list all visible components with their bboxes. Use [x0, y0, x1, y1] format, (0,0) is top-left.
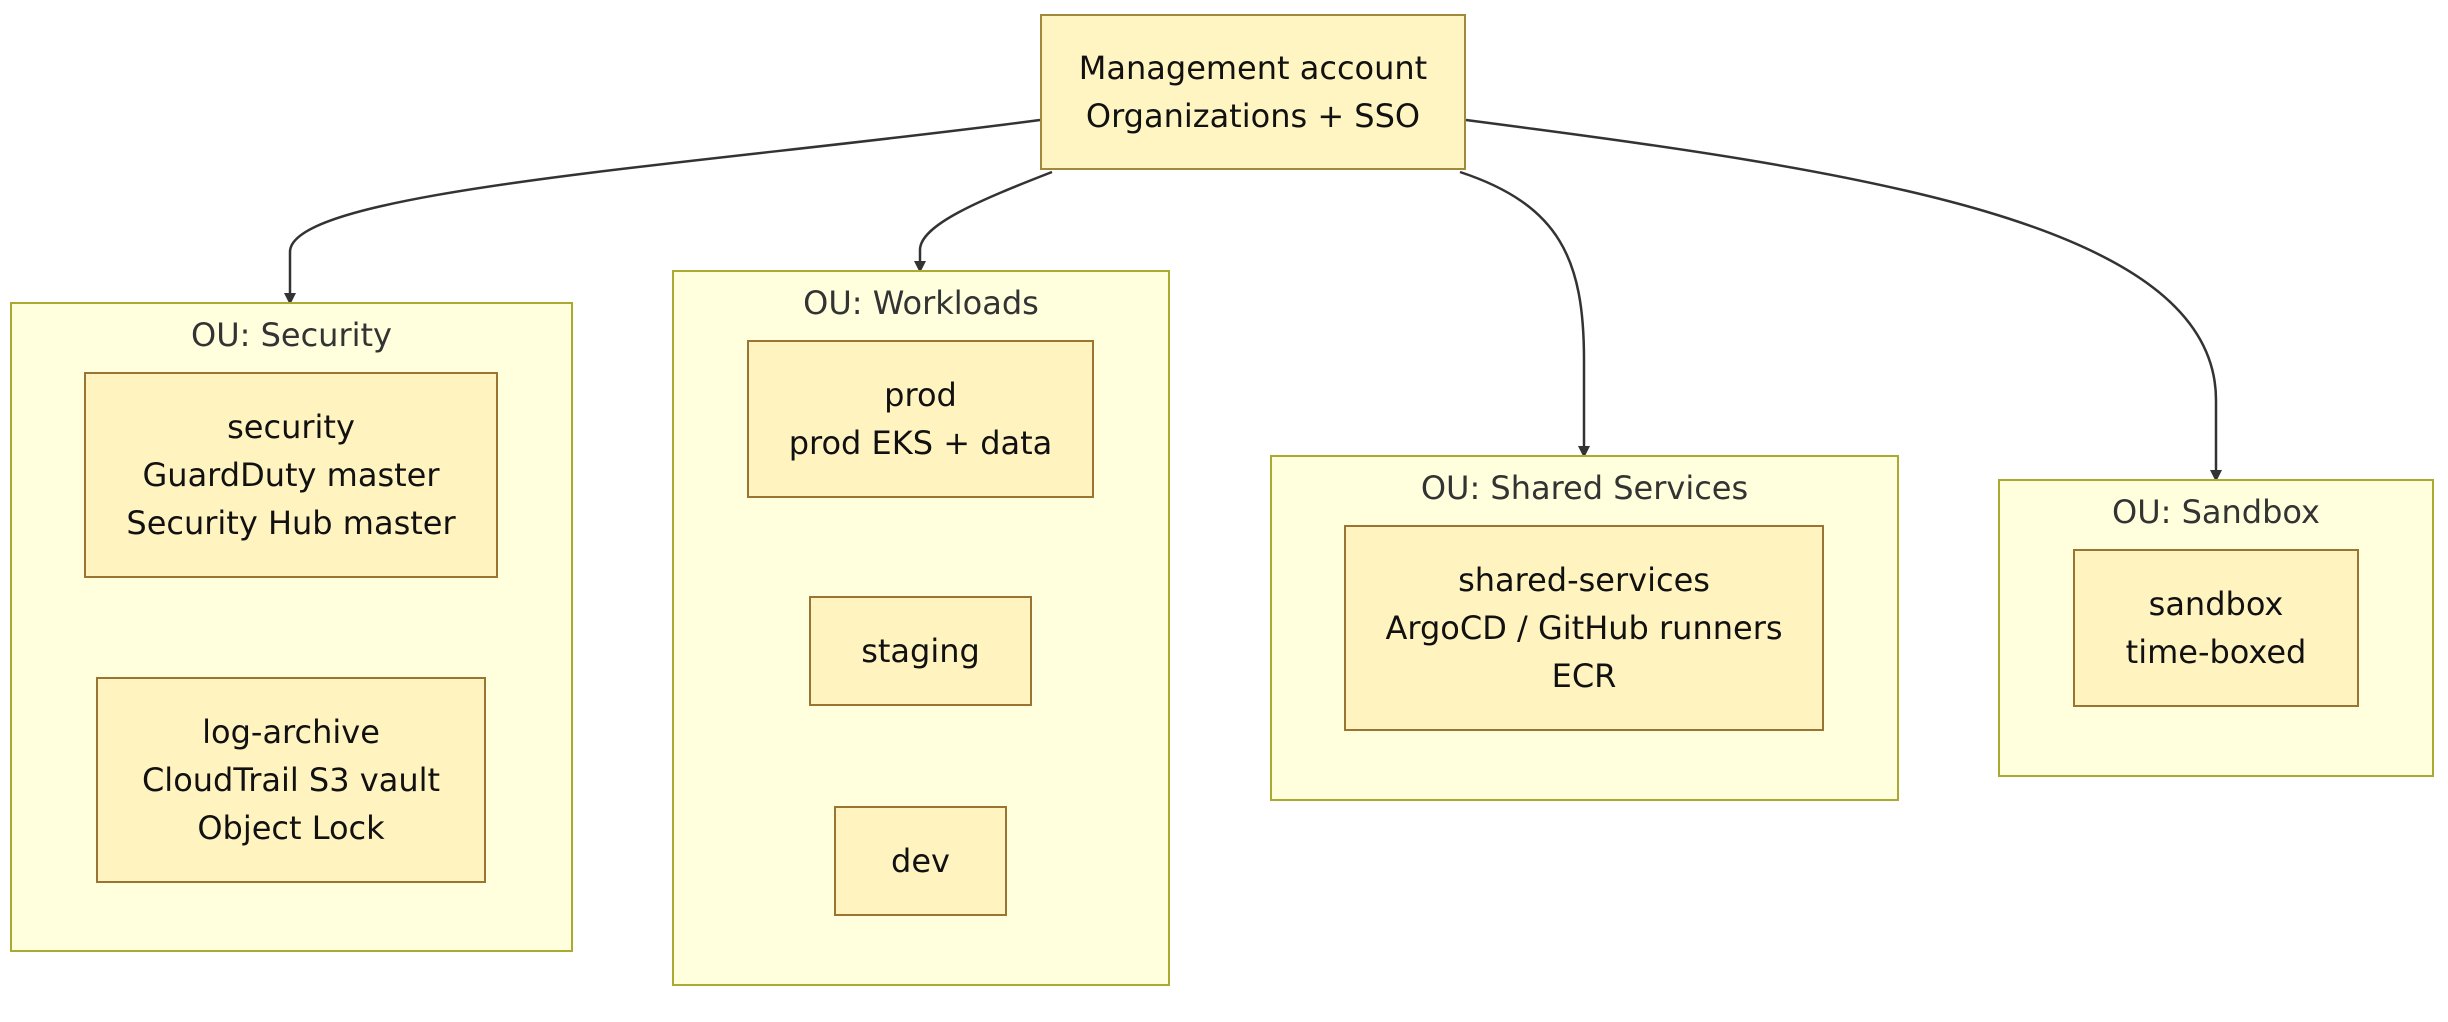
node-line: ArgoCD / GitHub runners — [1385, 609, 1783, 647]
node-line: time-boxed — [2125, 633, 2307, 671]
sandbox-account-node: sandbox time-boxed — [2073, 549, 2359, 707]
node-line: Object Lock — [197, 809, 385, 847]
cluster-title: OU: Security — [191, 316, 392, 354]
node-line: security — [227, 408, 355, 446]
edge-mgmt-to-shared-services — [1459, 170, 1590, 458]
node-line: Security Hub master — [126, 504, 456, 542]
node-line: prod — [884, 376, 957, 414]
node-line: CloudTrail S3 vault — [141, 761, 441, 799]
edge-mgmt-to-security — [284, 118, 1041, 305]
management-account-node: Management account Organizations + SSO — [1040, 14, 1466, 170]
node-line: shared-services — [1458, 561, 1710, 599]
node-line: prod EKS + data — [788, 424, 1053, 462]
node-line: Organizations + SSO — [1085, 97, 1421, 135]
node-line: Management account — [1078, 49, 1428, 87]
cluster-title: OU: Workloads — [803, 284, 1039, 322]
shared-services-account-node: shared-services ArgoCD / GitHub runners … — [1344, 525, 1824, 731]
prod-account-node: prod prod EKS + data — [747, 340, 1094, 498]
node-line: GuardDuty master — [142, 456, 440, 494]
cluster-title: OU: Shared Services — [1420, 469, 1749, 507]
node-line: log-archive — [202, 713, 380, 751]
log-archive-account-node: log-archive CloudTrail S3 vault Object L… — [96, 677, 486, 883]
cluster-title: OU: Sandbox — [2112, 493, 2320, 531]
staging-account-node: staging — [809, 596, 1032, 706]
edge-mgmt-to-workloads — [914, 170, 1053, 273]
node-line: dev — [891, 842, 950, 880]
dev-account-node: dev — [834, 806, 1007, 916]
node-line: staging — [861, 632, 980, 670]
node-line: ECR — [1551, 657, 1617, 695]
security-account-node: security GuardDuty master Security Hub m… — [84, 372, 498, 578]
edge-mgmt-to-sandbox — [1465, 118, 2222, 482]
node-line: sandbox — [2148, 585, 2284, 623]
